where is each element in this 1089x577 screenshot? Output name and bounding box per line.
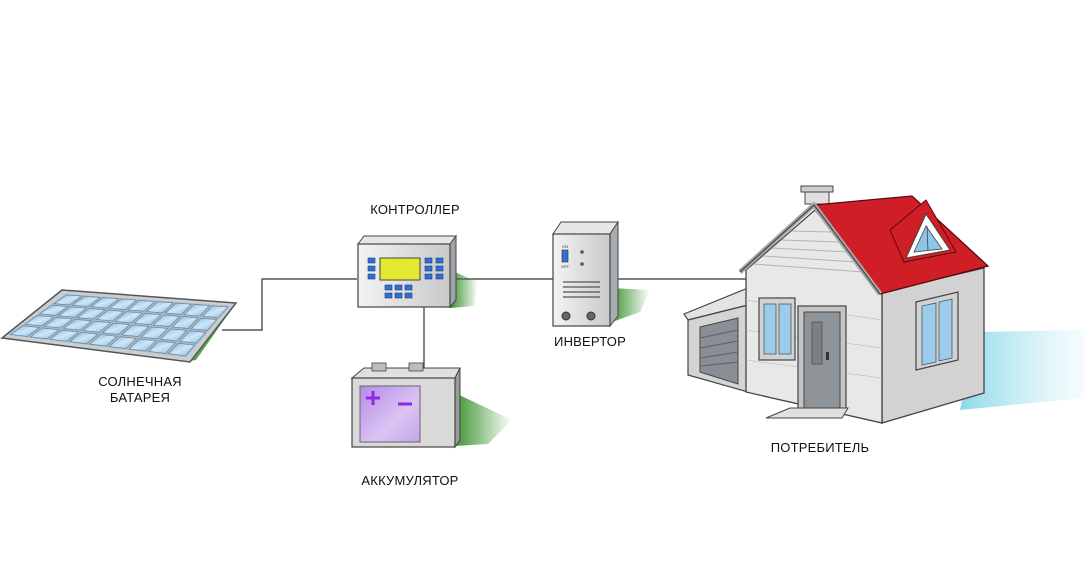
- solar-cell: [127, 300, 156, 312]
- label-controller: КОНТРОЛЛЕР: [370, 202, 460, 217]
- solar-cell: [90, 297, 119, 309]
- solar-cell: [152, 314, 180, 327]
- solar-cell: [49, 329, 79, 342]
- solar-cells: [9, 294, 229, 357]
- controller-buttons: [367, 257, 444, 299]
- solar-cell: [108, 336, 137, 349]
- solar-cell: [71, 295, 101, 307]
- solar-cell: [164, 302, 192, 315]
- solar-cell: [29, 327, 60, 340]
- solar-cell: [133, 313, 162, 326]
- inverter-switch: [561, 249, 569, 263]
- label-inverter: ИНВЕРТОР: [554, 334, 626, 349]
- front-window: [758, 297, 796, 361]
- label-solar-panel-line2: БАТАРЕЯ: [109, 390, 171, 405]
- solar-cell: [76, 308, 106, 320]
- battery-front: [359, 385, 421, 443]
- solar-cell: [190, 317, 218, 331]
- solar-cell: [53, 294, 83, 306]
- inverter-on-label: ON: [562, 244, 568, 249]
- battery: [350, 362, 512, 449]
- solar-cell: [148, 340, 176, 354]
- solar-cell: [101, 322, 131, 335]
- solar-cell: [179, 330, 207, 344]
- inverter-vents: [563, 281, 600, 298]
- solar-cell: [160, 328, 188, 342]
- controller-screen: [379, 257, 421, 281]
- solar-cell: [57, 306, 87, 318]
- solar-cell: [183, 304, 211, 317]
- solar-cell: [38, 304, 69, 316]
- solar-cell: [88, 334, 118, 347]
- label-consumer: ПОТРЕБИТЕЛЬ: [770, 440, 870, 455]
- house: [683, 185, 1084, 424]
- solar-cell: [140, 326, 169, 340]
- wire-panel-to-controller: [222, 278, 357, 331]
- inverter-terminal-right: [586, 311, 596, 321]
- solar-cell: [63, 318, 93, 331]
- solar-cell: [128, 338, 157, 352]
- solar-panel: [0, 289, 238, 363]
- wires: [222, 278, 748, 368]
- side-window: [915, 291, 959, 371]
- solar-cell: [95, 309, 125, 322]
- inverter: ON OFF: [552, 220, 650, 328]
- solar-cell: [146, 301, 174, 314]
- front-door: [765, 305, 849, 419]
- solar-cell: [24, 315, 55, 327]
- solar-cell: [69, 331, 99, 345]
- solar-cell: [202, 305, 229, 318]
- solar-cell: [9, 325, 40, 337]
- plus-icon: [366, 391, 380, 405]
- solar-cell: [114, 311, 143, 324]
- label-solar-panel: СОЛНЕЧНАЯ БАТАРЕЯ: [70, 374, 210, 406]
- inverter-off-label: OFF: [561, 264, 570, 269]
- solar-cell: [43, 317, 74, 329]
- controller: [357, 234, 478, 309]
- solar-cell: [168, 342, 196, 357]
- solar-cell: [171, 316, 199, 329]
- label-battery: АККУМУЛЯТОР: [361, 473, 459, 488]
- solar-cell: [82, 320, 112, 333]
- solar-cell: [109, 298, 138, 311]
- label-solar-panel-line1: СОЛНЕЧНАЯ: [98, 374, 182, 389]
- solar-cell: [121, 324, 150, 337]
- inverter-terminal-left: [561, 311, 571, 321]
